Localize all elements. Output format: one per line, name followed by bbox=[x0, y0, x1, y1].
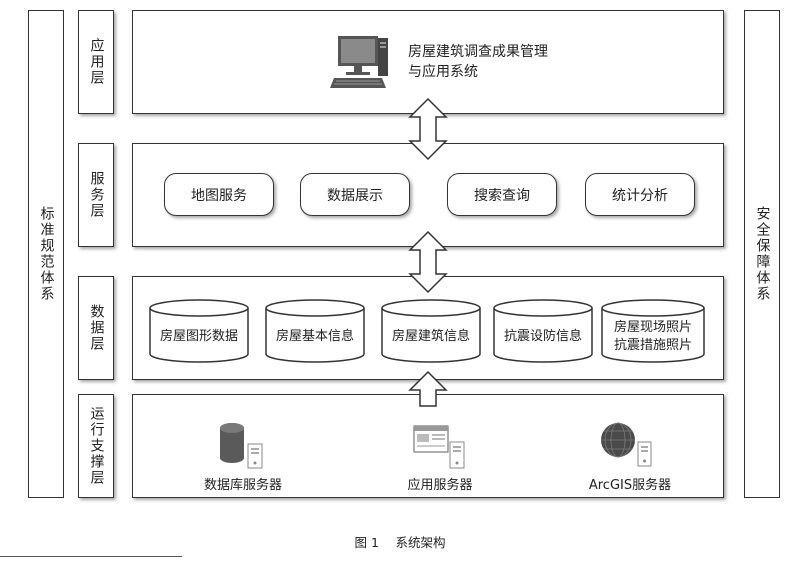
data-item-seismic-info: 抗震设防信息 bbox=[503, 329, 582, 344]
database-cylinder-building-info bbox=[381, 299, 481, 363]
database-cylinder-photos bbox=[601, 299, 705, 363]
side-panel-security-label: 安全保障体系 bbox=[754, 206, 771, 302]
up-arrow-runtime-data bbox=[408, 370, 448, 407]
side-panel-standards: 标准规范体系 bbox=[28, 10, 64, 498]
service-statistics: 统计分析 bbox=[585, 173, 695, 216]
double-arrow-service-data bbox=[408, 230, 448, 294]
figure-caption: 图 1 系统架构 bbox=[354, 535, 446, 550]
layer-label-runtime-text: 运行支撑层 bbox=[88, 406, 105, 486]
service-data-display: 数据展示 bbox=[300, 173, 410, 216]
layer-label-service: 服务层 bbox=[78, 143, 114, 247]
service-search: 搜索查询 bbox=[447, 173, 557, 216]
layer-label-service-text: 服务层 bbox=[88, 171, 105, 219]
double-arrow-app-service bbox=[408, 97, 448, 161]
layer-label-runtime: 运行支撑层 bbox=[78, 394, 114, 498]
database-server-icon bbox=[220, 423, 263, 469]
application-server-icon bbox=[413, 425, 465, 469]
server-label-database: 数据库服务器 bbox=[203, 478, 282, 493]
data-item-basic-info: 房屋基本信息 bbox=[275, 329, 354, 344]
data-item-graphics: 房屋图形数据 bbox=[159, 329, 238, 344]
side-panel-security: 安全保障体系 bbox=[744, 10, 780, 498]
layer-box-app bbox=[132, 10, 724, 114]
data-item-building-info: 房屋建筑信息 bbox=[391, 329, 470, 344]
layer-label-data: 数据层 bbox=[78, 276, 114, 380]
layer-label-app-text: 应用层 bbox=[88, 38, 105, 86]
service-map: 地图服务 bbox=[164, 173, 274, 216]
system-title: 房屋建筑调查成果管理 与应用系统 bbox=[408, 44, 548, 80]
layer-label-app: 应用层 bbox=[78, 10, 114, 114]
data-item-photos: 房屋现场照片 抗震措施照片 bbox=[613, 320, 692, 353]
database-cylinder-graphics bbox=[149, 299, 249, 363]
server-label-application: 应用服务器 bbox=[407, 478, 473, 493]
server-label-arcgis: ArcGIS服务器 bbox=[588, 478, 672, 493]
arcgis-globe-server-icon bbox=[601, 422, 652, 467]
database-cylinder-basic-info bbox=[265, 299, 365, 363]
side-panel-standards-label: 标准规范体系 bbox=[38, 206, 55, 302]
layer-label-data-text: 数据层 bbox=[88, 304, 105, 352]
footnote-rule bbox=[0, 556, 182, 557]
desktop-computer-icon bbox=[330, 36, 388, 88]
database-cylinder-seismic-info bbox=[493, 299, 593, 363]
